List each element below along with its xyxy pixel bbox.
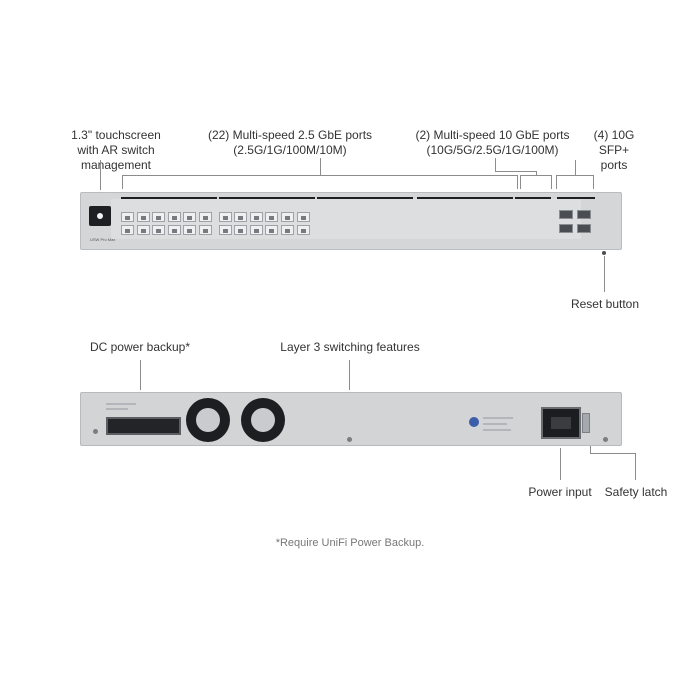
bracket-25g-left [122,175,123,189]
port-group-stripe [417,197,513,199]
sfp-port[interactable] [559,224,573,233]
leader-layer3 [349,360,350,390]
leader-25g [320,158,321,175]
rj45-port[interactable] [249,212,263,222]
rj45-port[interactable] [152,212,166,222]
port-area [111,199,581,239]
switch-rear-panel [80,392,622,446]
port-group-stripe [317,197,413,199]
label-reset-button: Reset button [570,297,640,311]
label-power-input: Power input [528,485,592,499]
rj45-port[interactable] [183,212,197,222]
rear-label-text [483,429,511,431]
switch-front-panel: USW Pro Max [80,192,622,250]
rear-label-text [483,417,513,419]
rear-label-text [483,423,507,425]
bracket-sfp-right [593,175,594,189]
leader-latch-v2 [635,453,636,480]
leader-reset [604,256,605,292]
leader-latch-h [590,453,635,454]
rj45-port[interactable] [199,212,212,222]
screen-indicator-icon [97,213,103,219]
port-group-stripe [515,197,551,199]
safety-latch[interactable] [582,413,590,433]
leader-latch-v1 [590,445,591,454]
label-safety-latch: Safety latch [604,485,668,499]
rj45-port[interactable] [234,212,248,222]
ubiquiti-logo-icon [469,417,479,427]
sfp-port[interactable] [577,210,591,219]
screw-icon [347,437,352,442]
rj45-port[interactable] [152,225,166,235]
bracket-25g [122,175,518,176]
screw-icon [93,429,98,434]
rj45-port[interactable] [281,225,294,235]
rj45-port[interactable] [167,212,181,222]
bracket-25g-right [517,175,518,189]
rj45-port[interactable] [167,225,181,235]
port-group-stripe [219,197,315,199]
label-25g-ports: (22) Multi-speed 2.5 GbE ports (2.5G/1G/… [207,128,373,157]
rear-label-text [106,408,128,410]
label-10g-ports: (2) Multi-speed 10 GbE ports (10G/5G/2.5… [415,128,570,157]
port-group-stripe [121,197,217,199]
rj45-port[interactable] [249,225,263,235]
bracket-sfp-left [556,175,557,189]
reset-button[interactable] [602,251,606,255]
power-input-socket[interactable] [541,407,581,439]
label-touchscreen: 1.3" touchscreen with AR switch manageme… [71,128,161,172]
bracket-10g [520,175,552,176]
brand-label: USW Pro Max [90,237,116,242]
rear-label-text [106,403,136,405]
touchscreen-display[interactable] [89,206,111,226]
label-layer3: Layer 3 switching features [280,340,420,354]
dc-power-backup-port[interactable] [106,417,181,435]
bracket-sfp [556,175,594,176]
rj45-port[interactable] [265,212,279,222]
rj45-port[interactable] [136,225,150,235]
label-sfp-ports: (4) 10G SFP+ ports [593,128,635,172]
rj45-port[interactable] [296,225,310,235]
sfp-port[interactable] [577,224,591,233]
label-dc-power: DC power backup* [89,340,191,354]
rj45-port[interactable] [183,225,197,235]
leader-10g-h [495,171,537,172]
rj45-port[interactable] [199,225,212,235]
rj45-port[interactable] [121,212,134,222]
rj45-port[interactable] [136,212,150,222]
rj45-port[interactable] [265,225,279,235]
port-group-stripe [557,197,595,199]
rj45-port[interactable] [234,225,248,235]
leader-power-input [560,448,561,480]
leader-sfp [575,160,576,175]
rj45-port[interactable] [121,225,134,235]
sfp-port[interactable] [559,210,573,219]
bracket-10g-right [551,175,552,189]
leader-10g-v [536,171,537,175]
leader-touchscreen [100,160,101,190]
leader-dc-power [140,360,141,390]
rj45-port[interactable] [218,225,232,235]
leader-10g [495,158,496,171]
fan-right-icon [241,398,285,442]
rj45-port[interactable] [281,212,294,222]
footnote: *Require UniFi Power Backup. [275,537,425,549]
rj45-port[interactable] [296,212,310,222]
rj45-port[interactable] [218,212,232,222]
fan-left-icon [186,398,230,442]
screw-icon [603,437,608,442]
bracket-10g-left [520,175,521,189]
